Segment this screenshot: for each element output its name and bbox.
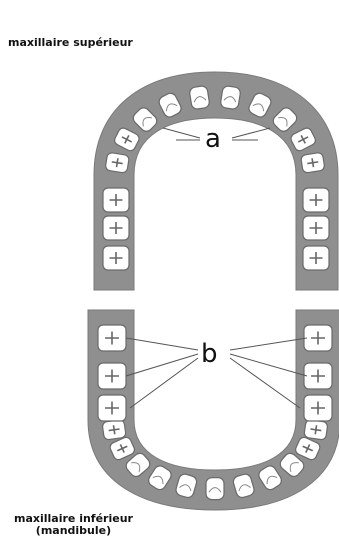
lower-molar-left — [98, 395, 126, 421]
upper-tooth — [300, 152, 325, 173]
leader-a-left — [163, 128, 200, 138]
lower-tooth — [304, 419, 328, 440]
upper-tooth — [189, 85, 210, 110]
label-b: b — [201, 339, 218, 369]
lower-molar-left — [98, 325, 126, 351]
leader-b-l2 — [126, 354, 198, 376]
lower-molar-right — [304, 395, 332, 421]
leader-b-r2 — [230, 354, 307, 376]
upper-molar-right — [303, 246, 329, 270]
upper-molar-right — [303, 188, 329, 212]
lower-molar-right — [304, 325, 332, 351]
upper-arch-gum — [94, 72, 338, 290]
lower-jaw-caption-line2: (mandibule) — [14, 525, 133, 537]
lower-molar-right — [304, 363, 332, 389]
leader-b-l3 — [130, 358, 198, 408]
lower-molar-left — [98, 363, 126, 389]
lower-jaw-caption: maxillaire inférieur (mandibule) — [14, 513, 133, 537]
upper-molar-left — [103, 188, 129, 212]
upper-molar-left — [103, 246, 129, 270]
leader-b-r3 — [230, 358, 300, 408]
lower-tooth — [206, 478, 224, 500]
upper-tooth — [220, 85, 241, 110]
leader-b-l1 — [126, 338, 198, 350]
upper-tooth — [105, 152, 130, 173]
upper-molar-left — [103, 216, 129, 240]
lower-tooth — [102, 419, 126, 440]
upper-molar-right — [303, 216, 329, 240]
leader-b-r1 — [230, 338, 307, 350]
label-a: a — [205, 124, 221, 154]
leader-a-right — [232, 128, 270, 138]
